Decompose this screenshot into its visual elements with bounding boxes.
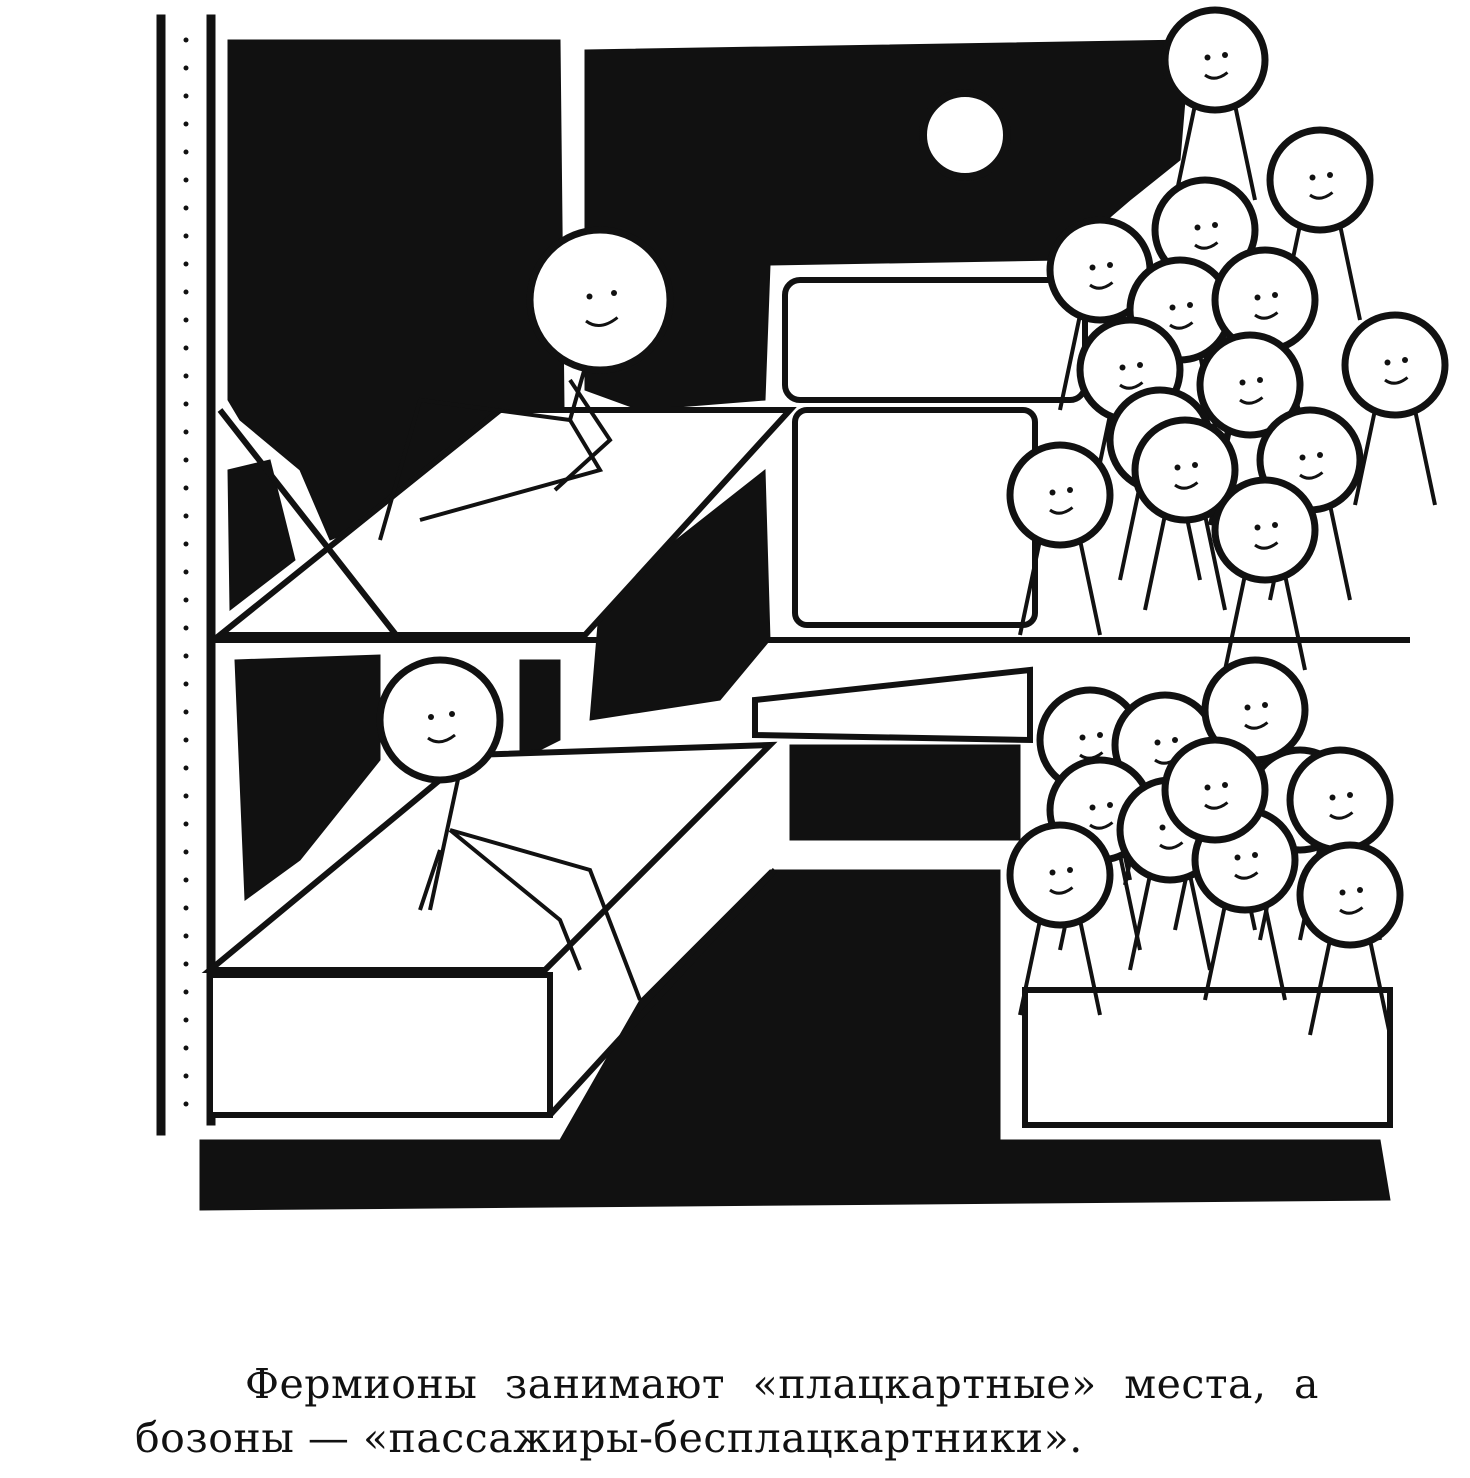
people [376,6,1449,1036]
dot [183,345,189,351]
dot [183,373,189,379]
dot [183,485,189,491]
dot [183,709,189,715]
boson-16 [1201,656,1309,764]
train-compartment-illustration [156,6,1449,1211]
dot [183,653,189,659]
page-dots [183,37,189,1107]
dot [183,37,189,43]
dot [183,93,189,99]
boson-20 [1286,746,1394,854]
boson-5 [1211,246,1319,354]
boson-8 [1341,311,1449,419]
dot [183,205,189,211]
dot [183,821,189,827]
caption-line-2: бозоны — «пассажиры-бесплацкартники». [135,1414,1083,1462]
dot [183,317,189,323]
boson-1 [1266,126,1374,234]
dot [183,1045,189,1051]
dot [183,177,189,183]
dot [183,429,189,435]
dot [183,765,189,771]
boson-7 [1196,331,1304,439]
dot [183,513,189,519]
dot [183,597,189,603]
dot [183,793,189,799]
dot [183,233,189,239]
dot [183,1073,189,1079]
boson-13 [1211,476,1319,584]
lamp-icon [919,89,1011,181]
caption-line-1: Фермионы занимают «плацкартные» места, а [245,1360,1319,1408]
dot [183,289,189,295]
bunks-and-table [201,89,1410,1128]
boson-23 [1296,841,1404,949]
dot [183,149,189,155]
dot [183,401,189,407]
dot [183,961,189,967]
dot [183,121,189,127]
dot [183,1017,189,1023]
dot [183,1101,189,1107]
boson-24 [1161,736,1269,844]
dot [183,737,189,743]
boson-0 [1161,6,1269,114]
compartment-walls [156,14,1391,1211]
dot [183,541,189,547]
dot [183,457,189,463]
dot [183,65,189,71]
dot [183,877,189,883]
boson-21 [1006,821,1114,929]
dot [183,681,189,687]
fermion-lower [376,656,504,784]
fermion-upper [526,226,674,374]
boson-11 [1006,441,1114,549]
dot [183,261,189,267]
dot [183,569,189,575]
boson-12 [1131,416,1239,524]
dot [183,905,189,911]
dot [183,933,189,939]
dot [183,989,189,995]
dot [183,849,189,855]
dot [183,625,189,631]
